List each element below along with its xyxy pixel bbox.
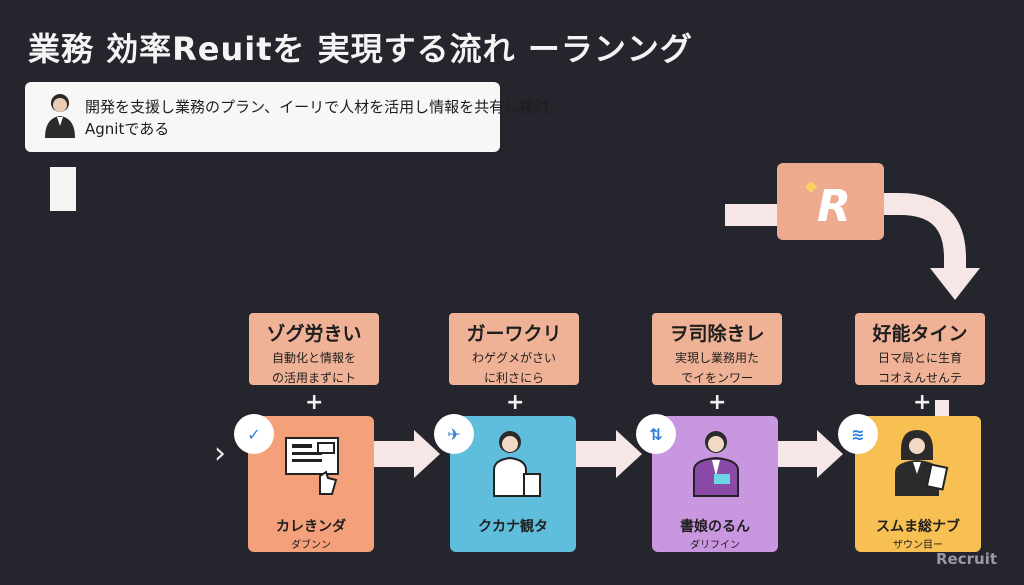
arrow-shaft — [576, 441, 618, 467]
step-label: クカナ観タ — [478, 519, 548, 535]
right-arrow-icon — [616, 430, 642, 478]
step-header-card: ヲ司除きレ 実現し業務用た でイをンワー — [652, 313, 782, 385]
step-header-title: ゾグ労きい — [266, 323, 362, 345]
step-sublabel: ダブンン — [291, 540, 331, 551]
step-label: 書娘のるん — [680, 519, 750, 535]
plus-icon: + — [913, 390, 932, 415]
person-shopping-icon — [493, 431, 541, 497]
step-label: スムま総ナブ — [876, 519, 960, 535]
plus-icon: + — [708, 390, 727, 415]
step-header-sub: 自動化と情報を — [271, 351, 356, 365]
page-title: 業務 効率Reuitを 実現する流れ ーランング — [28, 30, 693, 68]
step-card[interactable]: クカナ観タ — [450, 416, 576, 552]
step-label: カレきンダ — [276, 519, 346, 535]
connector-bar — [725, 204, 777, 226]
step-header-sub: の活用まずにト — [271, 371, 356, 385]
step-header-sub: 日マ局とに生育 — [877, 351, 962, 365]
step-card[interactable]: スムま総ナブ ザウン目ー — [855, 416, 981, 552]
agent-message-bar: 開発を支援し業務のプラン、イーリで人材を活用し情報を共有し検討。 Agnitであ… — [25, 82, 564, 152]
recruit-logo-box: R — [777, 163, 884, 240]
agent-message-line2: Agnitである — [85, 120, 170, 138]
step-sublabel: ザウン目ー — [893, 540, 943, 551]
step-header-sub: 実現し業務用た — [674, 351, 759, 365]
plus-icon: + — [305, 390, 324, 415]
step-header-card: 好能タイン 日マ局とに生育 コオえんせんテ — [855, 313, 985, 385]
step-card[interactable]: 書娘のるん ダリフイン — [652, 416, 778, 552]
step-sublabel: ダリフイン — [690, 540, 740, 551]
right-arrow-icon — [817, 430, 843, 478]
recruit-r-icon: R — [805, 181, 851, 232]
plus-icon: + — [506, 390, 525, 415]
sort-icon: ⇅ — [636, 414, 676, 454]
agent-message-text: 開発を支援し業務のプラン、イーリで人材を活用し情報を共有し検討。 Agnitであ… — [85, 96, 564, 140]
chevron-right-icon: › — [214, 436, 226, 471]
step-header-sub: わゲグメがさい — [471, 351, 556, 365]
check-icon: ✓ — [234, 414, 274, 454]
step-header-title: ガーワクリ — [466, 323, 562, 345]
step-header-card: ゾグ労きい 自動化と情報を の活用まずにト — [249, 313, 379, 385]
step-card[interactable]: カレきンダ ダブンン — [248, 416, 374, 552]
side-block — [50, 167, 76, 211]
step-header-title: 好能タイン — [872, 323, 968, 345]
right-arrow-icon — [414, 430, 440, 478]
plane-icon: ✈ — [434, 414, 474, 454]
down-arrow-icon — [930, 268, 980, 300]
person-icon — [45, 94, 75, 138]
step-header-title: ヲ司除きレ — [669, 323, 765, 345]
woman-document-icon — [895, 430, 949, 496]
connector-bar — [935, 400, 949, 416]
businessman-icon — [693, 431, 739, 497]
arrow-shaft — [374, 441, 416, 467]
document-hand-icon — [285, 437, 339, 495]
step-header-sub: でイをンワー — [680, 371, 753, 385]
step-header-sub: に利さにら — [483, 371, 544, 385]
step-header-card: ガーワクリ わゲグメがさい に利さにら — [449, 313, 579, 385]
layers-icon: ≋ — [838, 414, 878, 454]
agent-message-line1: 開発を支援し業務のプラン、イーリで人材を活用し情報を共有し検討。 — [85, 98, 565, 116]
svg-text:R: R — [817, 181, 851, 232]
step-header-sub: コオえんせんテ — [877, 371, 962, 385]
arrow-shaft — [777, 441, 819, 467]
recruit-logo-text: Recruit — [936, 550, 998, 568]
curved-connector — [884, 193, 966, 270]
